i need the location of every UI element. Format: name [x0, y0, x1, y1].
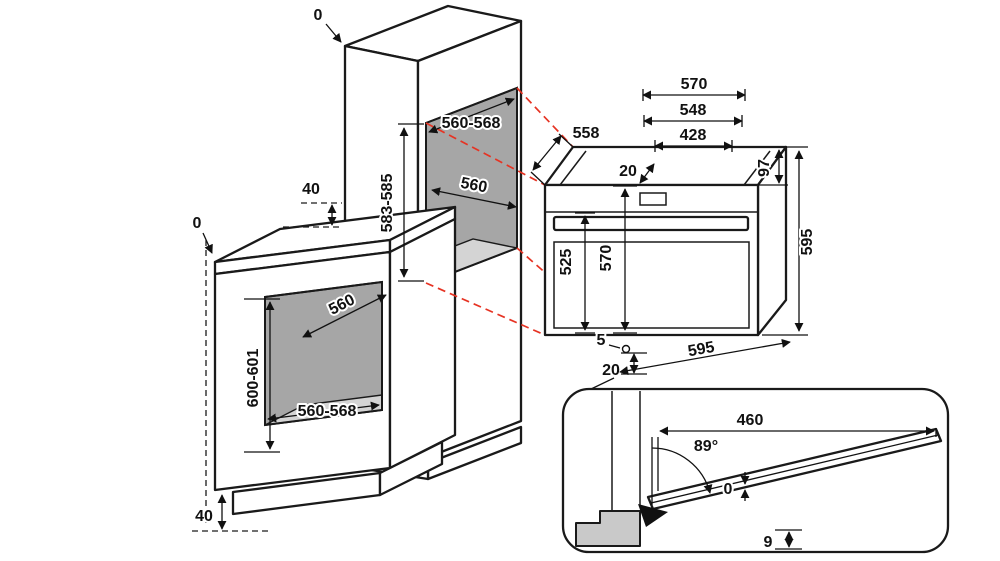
- tall-top-clearance-label: 0: [314, 7, 323, 24]
- leader-arrow: [325, 23, 342, 43]
- oven-top-inner-line: [743, 150, 771, 186]
- dim-line: [619, 338, 791, 376]
- base-floor-clearance-label: 40: [195, 508, 213, 525]
- base-niche-height-label: 600-601: [245, 349, 262, 408]
- oven-display: [639, 192, 667, 206]
- tall-niche-height-label: 583-585: [379, 174, 396, 233]
- projection-lines: [425, 87, 574, 336]
- oven-top-offset-label: 20: [619, 163, 637, 180]
- oven-door-height-label: 525: [558, 249, 575, 276]
- leader-line: [608, 344, 621, 349]
- dim-line: [532, 135, 562, 171]
- base-cabinet-dimensions: 0 560 600-601 560-568 40: [191, 213, 387, 532]
- detail-door-inner-line: [650, 434, 939, 504]
- leader-arrow: [202, 232, 213, 254]
- oven-dim-428-label: 428: [680, 127, 707, 144]
- oven-front-height-label: 570: [598, 245, 615, 272]
- dim-line: [639, 163, 655, 184]
- oven-height-label: 595: [799, 229, 816, 256]
- detail-hinge: [638, 504, 668, 527]
- dim-line: [431, 187, 517, 210]
- projection-line: [516, 87, 574, 148]
- door-detail-inset: 89° 460 0 9: [561, 387, 950, 554]
- detail-angle-label: 89°: [694, 438, 718, 455]
- oven-top-face: [543, 145, 788, 187]
- tall-niche-width-label: 560-568: [442, 115, 501, 132]
- detail-base-step: [575, 510, 641, 547]
- base-cabinet-plinth-side: [378, 440, 444, 497]
- projection-line: [425, 122, 546, 186]
- oven-top-inner-line: [559, 150, 587, 186]
- base-niche-outline: [264, 280, 383, 427]
- oven-dim-570-label: 570: [681, 76, 708, 93]
- detail-flush-gap-label: 0: [724, 481, 733, 498]
- detail-angle-arc: [651, 447, 713, 494]
- oven-panel-height-label: 97: [756, 159, 773, 177]
- dim-line: [428, 97, 515, 134]
- projection-line: [425, 282, 546, 336]
- detail-bottom-gap-label: 9: [764, 534, 773, 551]
- oven-bottom-offset-label: 20: [602, 362, 620, 379]
- dim-line: [302, 294, 387, 338]
- oven-gap-label: 5: [597, 332, 606, 349]
- tall-clearance-label: 40: [302, 181, 320, 198]
- detail-door-width-label: 460: [737, 412, 764, 429]
- ext-line: [530, 171, 546, 186]
- oven: [543, 145, 788, 337]
- dim-line: [267, 401, 380, 423]
- base-top-clearance-label: 0: [193, 215, 202, 232]
- oven-dim-558-label: 558: [573, 125, 600, 142]
- oven-dimensions: 570 548 428 558 20 97 595 525 570 5: [530, 74, 818, 391]
- oven-door-inner: [553, 241, 750, 329]
- oven-front-face: [543, 183, 760, 337]
- base-cabinet-side-face: [388, 217, 457, 470]
- base-niche-width-label: 560-568: [298, 403, 357, 420]
- ext-line: [558, 133, 574, 148]
- gap-marker: [621, 344, 631, 354]
- oven-handle: [552, 215, 750, 232]
- oven-dim-548-label: 548: [680, 102, 707, 119]
- oven-width-label: 595: [687, 339, 716, 360]
